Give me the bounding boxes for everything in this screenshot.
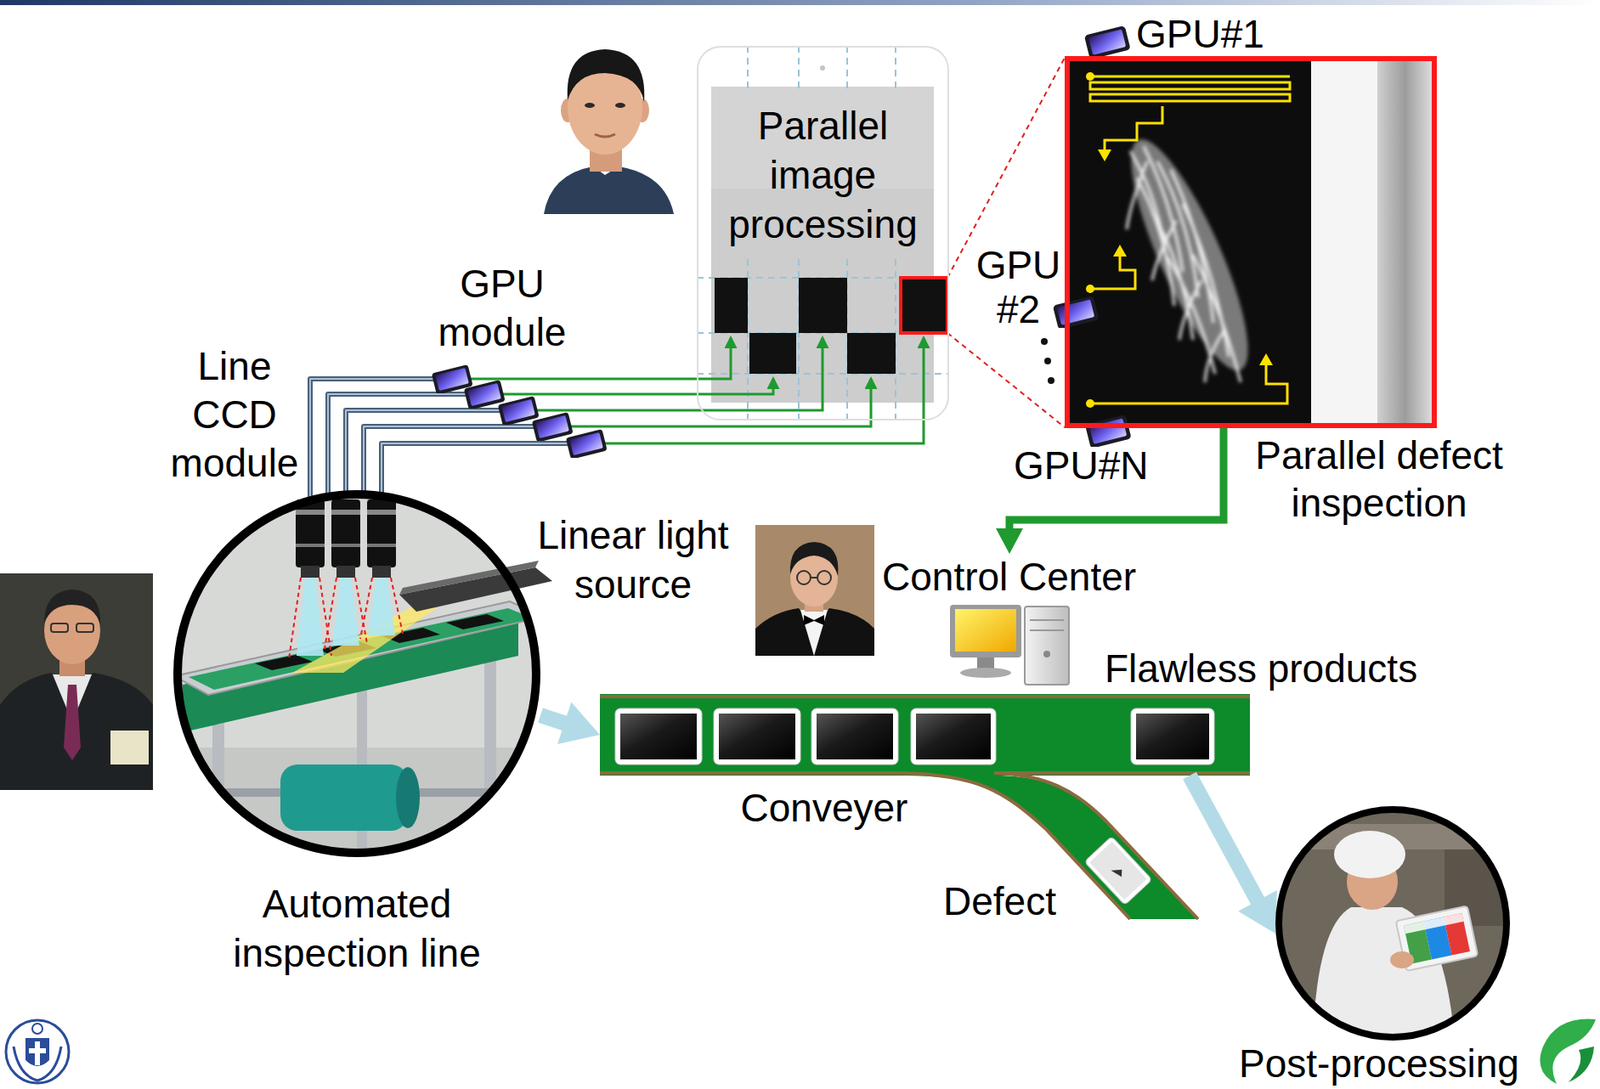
control-center-node: Control Center xyxy=(876,554,1143,600)
circle-outline xyxy=(1275,806,1510,1041)
arrow-head xyxy=(1238,890,1278,934)
node-label: Post-processing xyxy=(1234,1044,1524,1084)
node-label: Control Center xyxy=(881,554,1137,600)
post-processing-circle: Post-processing xyxy=(1275,806,1510,1041)
part-label: GPU #2 xyxy=(973,243,1063,332)
part-label: Flawless products xyxy=(1104,647,1437,690)
tablet-node: Parallel image processing xyxy=(696,45,950,421)
node-label: Parallel image processing xyxy=(712,101,934,249)
circle-outline xyxy=(177,494,537,854)
arrow-head xyxy=(995,528,1024,555)
node-label: Conveyer xyxy=(730,785,918,832)
inspection-panel: Parallel defect inspection xyxy=(1064,56,1437,429)
part-label: GPU module xyxy=(434,260,571,357)
part-label: Defect xyxy=(943,880,1071,923)
transfer-arrow xyxy=(540,702,600,745)
transfer-arrow xyxy=(1189,775,1261,906)
part-label: Line CCD module xyxy=(166,342,303,488)
conveyor-band: Conveyer xyxy=(599,694,1250,776)
node-label: Automated inspection line xyxy=(173,879,541,979)
node-label: Parallel defect inspection xyxy=(1247,431,1511,527)
circle-outline xyxy=(173,490,541,858)
part-label: GPU#1 xyxy=(1136,13,1281,55)
part-label: GPU#N xyxy=(1013,445,1163,487)
flow-arrow xyxy=(995,428,1224,555)
flow-arrow xyxy=(1009,428,1224,533)
inspection-circle: Automated inspection line xyxy=(173,490,541,858)
part-label: Linear light source xyxy=(531,510,735,610)
circle-outline xyxy=(1278,809,1507,1038)
arrow-head xyxy=(557,702,600,745)
transfer-arrow xyxy=(1189,775,1278,934)
